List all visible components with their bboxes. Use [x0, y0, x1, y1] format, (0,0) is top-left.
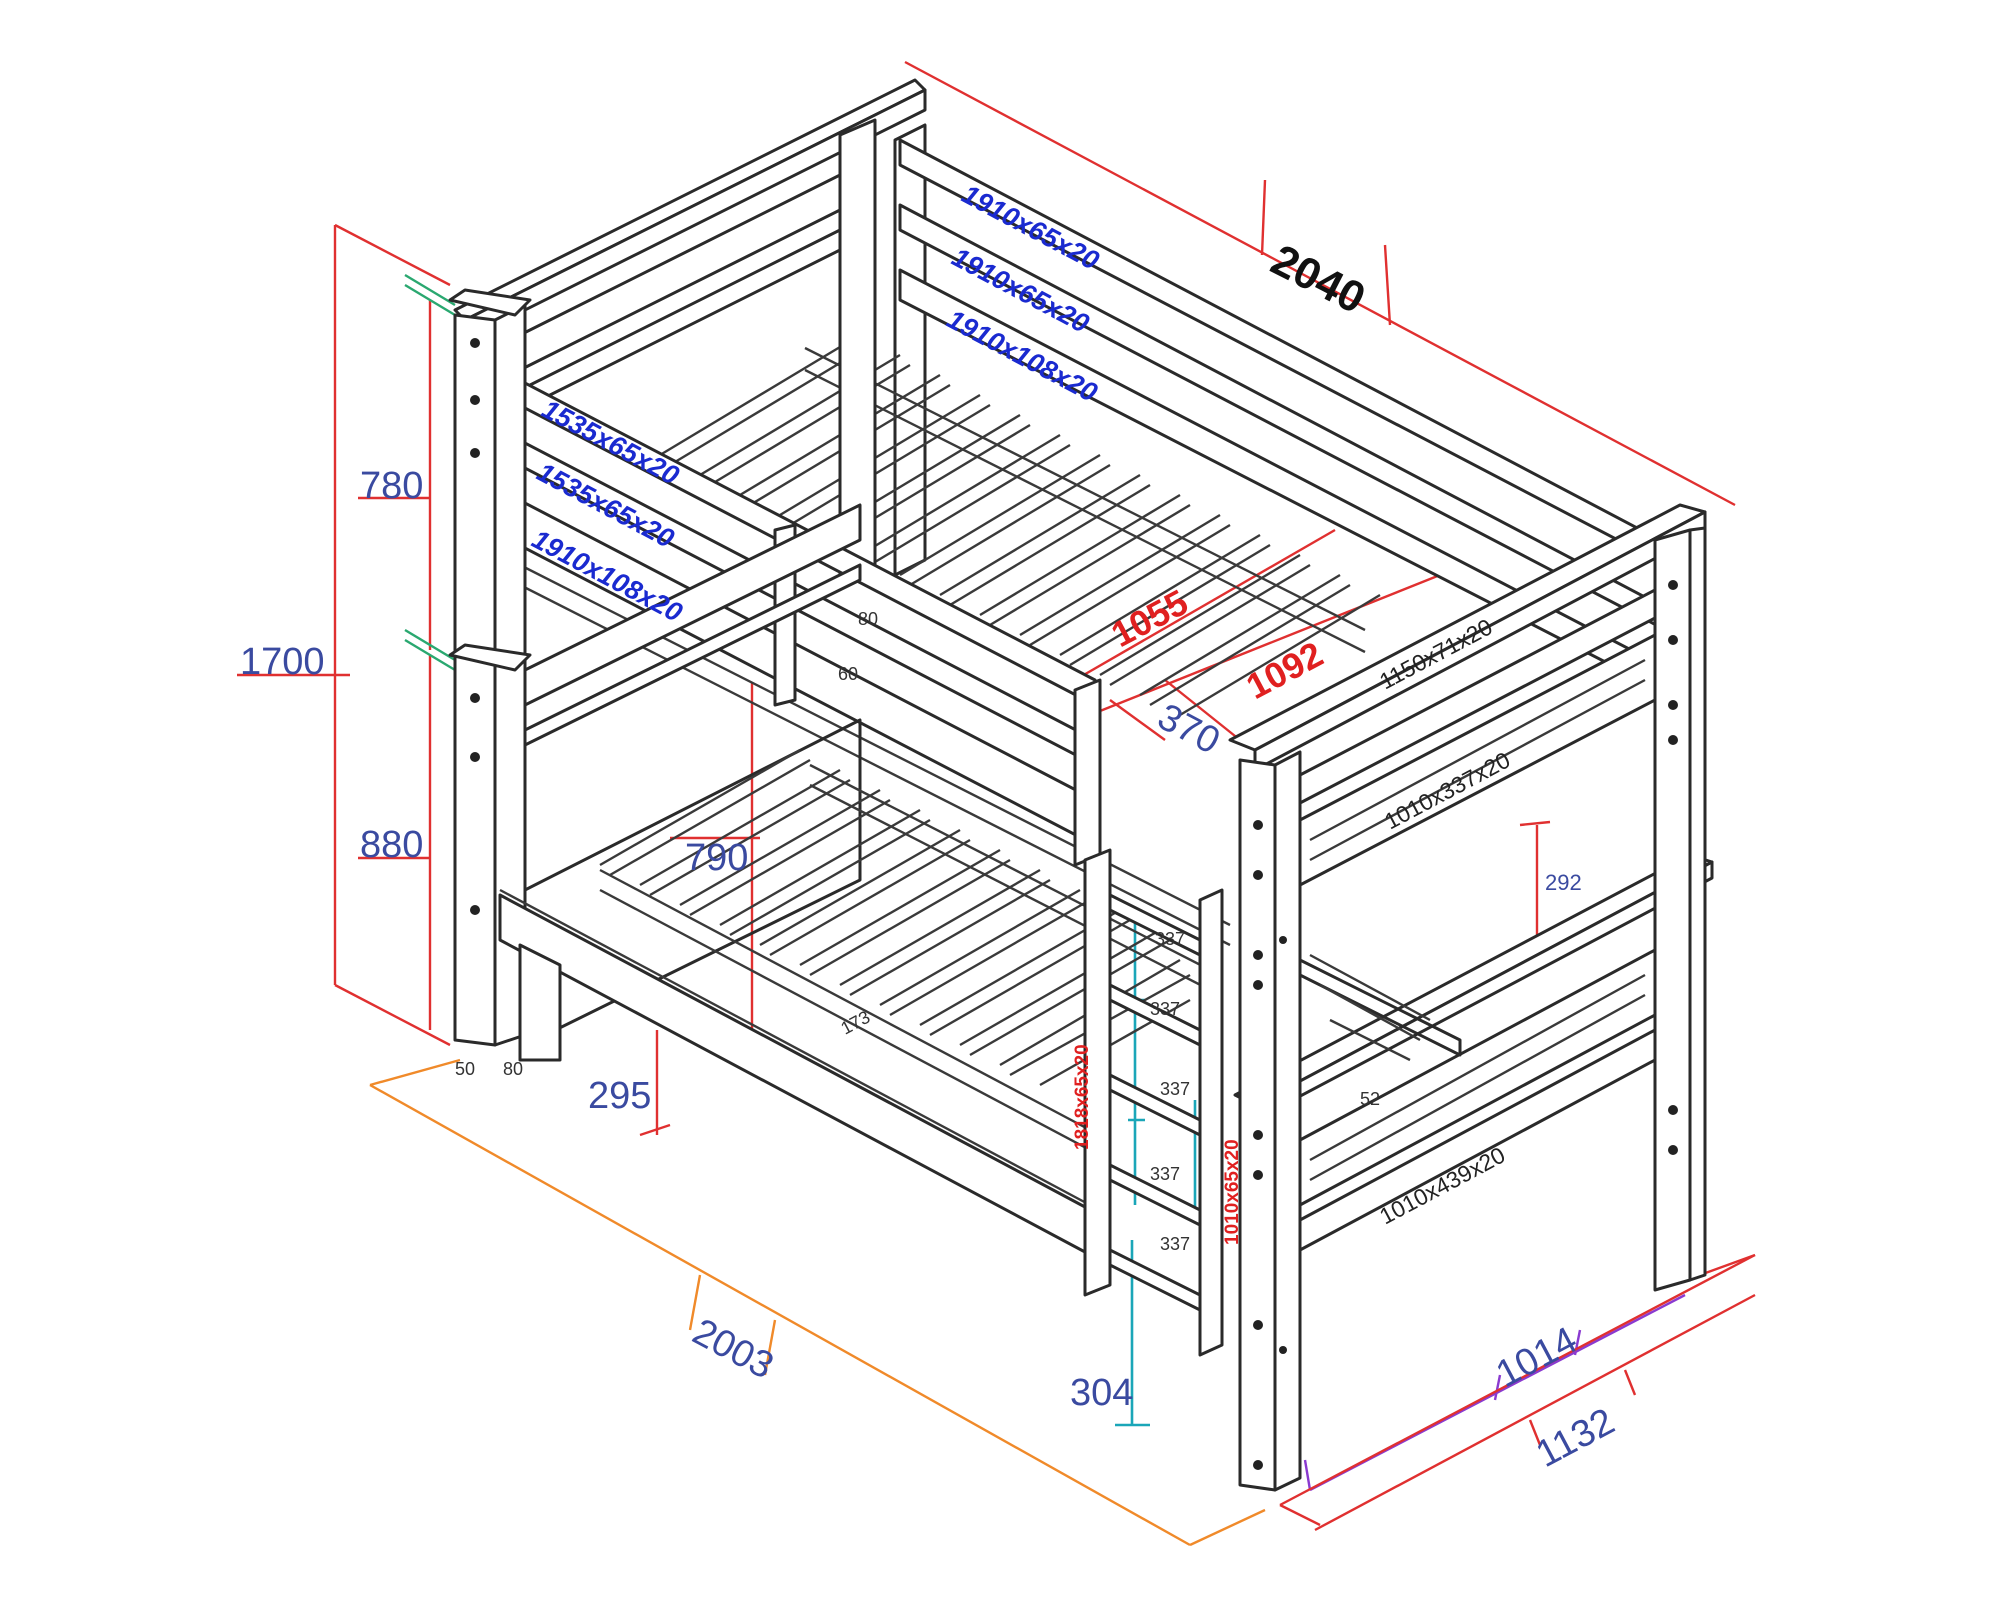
label-post-50: 50	[455, 1059, 475, 1079]
dim-370: 370	[1151, 696, 1227, 763]
left-front-post	[448, 288, 532, 1047]
label-step-b: 337	[1150, 999, 1180, 1019]
dimension-lines	[237, 60, 1756, 1547]
back-head-end-lower	[523, 503, 862, 1047]
label-step-e: 337	[1160, 1234, 1190, 1254]
dim-1014: 1014	[1490, 1319, 1584, 1396]
front-head-end	[1228, 503, 1714, 1492]
dim-295: 295	[588, 1075, 651, 1117]
back-head-end-upper	[453, 78, 927, 582]
part-ladder-side-left: 1818x65x20	[1072, 1044, 1093, 1150]
label-bracket-60: 60	[838, 664, 858, 684]
dim-292: 292	[1545, 870, 1582, 895]
dim-304: 304	[1070, 1372, 1133, 1414]
dim-2040: 2040	[1263, 235, 1372, 323]
label-step-a: 337	[1155, 929, 1185, 949]
label-bracket-80: 80	[858, 609, 878, 629]
dim-880: 880	[360, 824, 423, 866]
label-step-c: 337	[1160, 1079, 1190, 1099]
lower-back-rail	[1298, 953, 1462, 1062]
label-bracket-52: 52	[1360, 1089, 1380, 1109]
part-ladder-side-right: 1010x65x20	[1222, 1139, 1243, 1245]
dim-780: 780	[360, 465, 423, 507]
dim-1700: 1700	[240, 641, 325, 683]
bed-frame	[448, 78, 1714, 1492]
dim-790: 790	[685, 837, 748, 879]
dim-2003: 2003	[686, 1311, 780, 1388]
label-step-d: 337	[1150, 1164, 1180, 1184]
ladder	[1083, 848, 1224, 1357]
dim-1132: 1132	[1530, 1400, 1622, 1475]
small-labels: 50 80 173 80 60 52 337 337 337 337 337	[455, 609, 1380, 1254]
label-post-80: 80	[503, 1059, 523, 1079]
